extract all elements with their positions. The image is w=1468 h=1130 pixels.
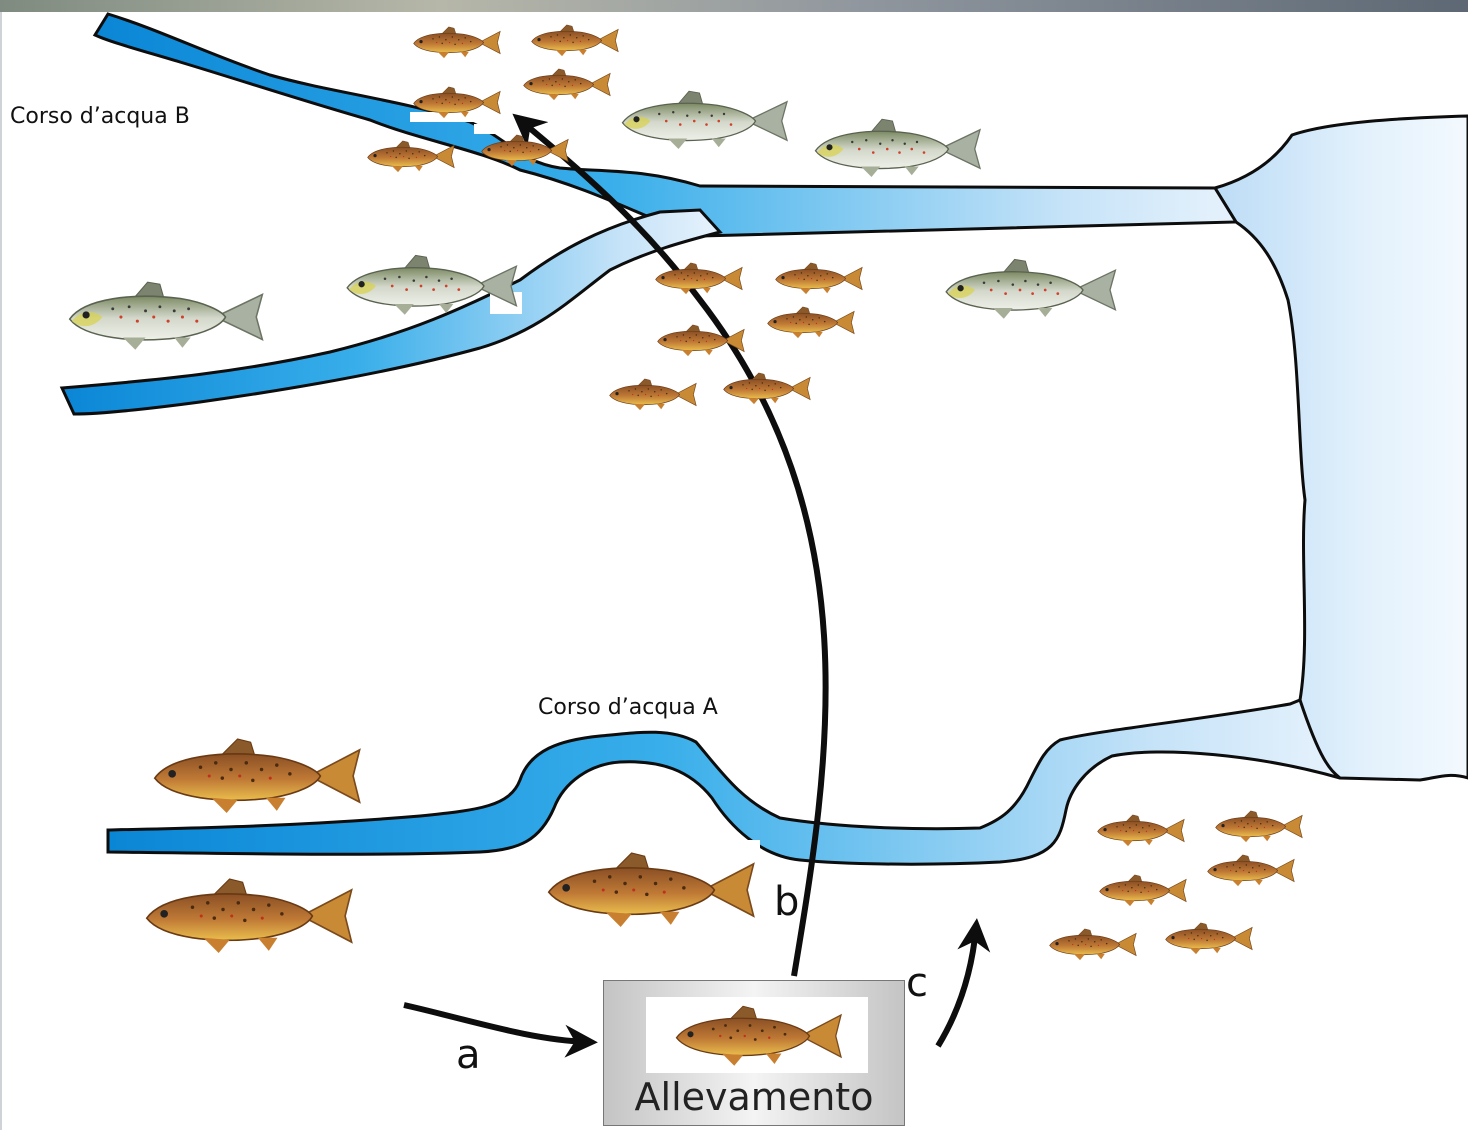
small-brown-trout <box>1216 811 1302 842</box>
farm-fish-window <box>646 997 868 1073</box>
fish-farm-box: Allevamento <box>603 980 905 1126</box>
small-brown-trout <box>1208 855 1294 886</box>
large-brown-trout <box>155 739 360 813</box>
small-brown-trout <box>1100 875 1186 906</box>
farm-brown-trout <box>646 997 868 1073</box>
brown-trout-group-middle <box>610 263 862 410</box>
arrow-c-label: c <box>906 963 928 1003</box>
small-brown-trout <box>368 141 454 172</box>
small-brown-trout <box>532 25 618 56</box>
lake <box>1215 116 1468 780</box>
marble-trout <box>623 91 788 149</box>
small-brown-trout <box>1050 929 1136 960</box>
left-border <box>0 12 2 1130</box>
brown-trout-group-bottom <box>1050 811 1302 960</box>
top-photo-strip <box>0 0 1468 12</box>
marble-trout <box>70 282 263 350</box>
marble-trout <box>816 119 981 177</box>
large-brown-trout <box>549 853 754 927</box>
small-brown-trout <box>1166 923 1252 954</box>
large-brown-trout <box>147 879 352 953</box>
arrow-a-label: a <box>456 1035 481 1075</box>
arrow-b-label: b <box>774 882 799 922</box>
brown-trout-group-top <box>368 25 618 172</box>
arrow-c-path <box>938 928 976 1046</box>
marble-trout <box>946 259 1115 318</box>
small-brown-trout <box>414 27 500 58</box>
small-brown-trout <box>1098 815 1184 846</box>
small-brown-trout <box>610 379 696 410</box>
arrow-a-path <box>404 1005 588 1042</box>
small-brown-trout <box>776 263 862 294</box>
farm-label: Allevamento <box>604 1075 904 1119</box>
small-brown-trout <box>524 69 610 100</box>
small-brown-trout <box>724 373 810 404</box>
river-b-label: Corso d’acqua B <box>10 106 190 128</box>
river-a-label: Corso d’acqua A <box>538 697 718 719</box>
small-brown-trout <box>658 325 744 356</box>
small-brown-trout <box>768 307 854 338</box>
